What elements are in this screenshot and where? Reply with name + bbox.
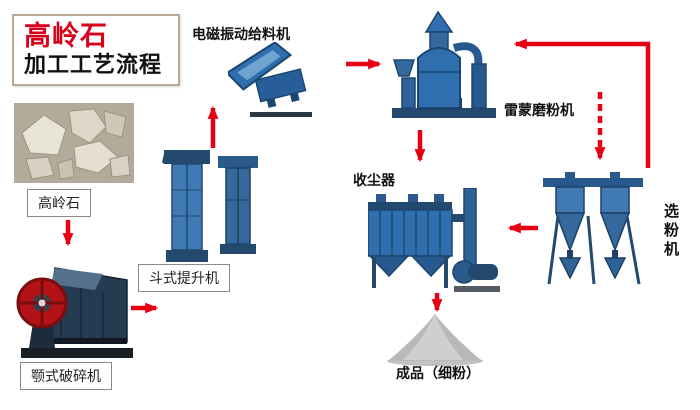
classifier-image bbox=[543, 172, 648, 290]
jaw-crusher-label-text: 颚式破碎机 bbox=[31, 368, 101, 384]
product-label: 成品（细粉） bbox=[396, 363, 480, 383]
dust-collector-image bbox=[368, 188, 503, 293]
feeder-label: 电磁振动给料机 bbox=[192, 24, 290, 44]
vibrating-feeder-image bbox=[228, 42, 323, 120]
raymond-mill-label: 雷蒙磨粉机 bbox=[504, 100, 574, 120]
bucket-elevator-image bbox=[162, 150, 267, 265]
diagram-title-material: 高岭石 bbox=[24, 21, 108, 52]
product-pile-image bbox=[385, 312, 485, 367]
dust-collector-label-text: 收尘器 bbox=[353, 172, 395, 188]
jaw-crusher-image bbox=[15, 250, 135, 360]
bucket-elevator-label: 斗式提升机 bbox=[138, 264, 230, 292]
feeder-label-text: 电磁振动给料机 bbox=[192, 26, 290, 42]
raw-material-label: 高岭石 bbox=[27, 189, 91, 217]
product-label-text: 成品（细粉） bbox=[396, 365, 480, 381]
classifier-label-text: 选粉机 bbox=[662, 203, 679, 260]
jaw-crusher-label: 颚式破碎机 bbox=[20, 362, 112, 390]
bucket-elevator-label-text: 斗式提升机 bbox=[149, 270, 219, 286]
dust-collector-label: 收尘器 bbox=[353, 170, 395, 190]
diagram-title-process: 加工工艺流程 bbox=[24, 52, 163, 78]
classifier-label: 选粉机 bbox=[660, 203, 681, 260]
raymond-mill-image bbox=[388, 8, 503, 123]
kaolin-rock-image bbox=[14, 103, 134, 183]
raymond-mill-label-text: 雷蒙磨粉机 bbox=[504, 102, 574, 118]
diagram-title-box: 高岭石 加工工艺流程 bbox=[12, 14, 180, 86]
raw-material-label-text: 高岭石 bbox=[38, 195, 80, 211]
